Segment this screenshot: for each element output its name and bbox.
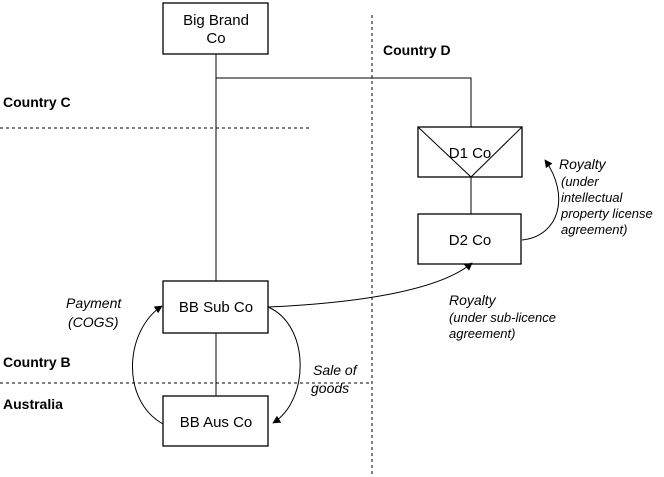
royalty-ip-arrow [521, 159, 560, 241]
royalty-sublicence-label-line2: (under sub-licence [449, 310, 556, 325]
region-label-country-b: Country B [3, 354, 71, 370]
region-label-country-c: Country C [3, 94, 71, 110]
big-brand-co-label-line1: Big Brand [183, 12, 249, 29]
bb-aus-co-box [162, 395, 269, 447]
d1-co-label: D1 Co [449, 145, 492, 162]
royalty-sublicence-arrow [267, 262, 473, 308]
royalty-ip-label-line1: Royalty [559, 156, 607, 172]
sale-of-goods-arrow [267, 306, 301, 424]
royalty-sublicence-label-line3: agreement) [449, 326, 515, 341]
royalty-ip-label-line2: (under [561, 174, 599, 189]
sale-of-goods-label-line2: goods [311, 380, 349, 396]
big-brand-co-label-line2: Co [206, 30, 225, 47]
royalty-ip-label-line4: property license [560, 206, 653, 221]
payment-label-line2: (COGS) [68, 314, 119, 330]
d1-co-box [417, 126, 523, 178]
payment-label-line1: Payment [66, 295, 122, 311]
d1-co-hybrid-marker [417, 126, 523, 178]
region-label-australia: Australia [3, 396, 63, 412]
d2-co-box [417, 213, 522, 265]
region-label-country-d: Country D [383, 42, 451, 58]
royalty-ip-label-line5: agreement) [561, 222, 627, 237]
big-brand-co-box [162, 2, 269, 55]
royalty-ip-label-line3: intellectual [561, 190, 624, 205]
d2-co-label: D2 Co [449, 232, 492, 249]
bb-sub-co-box [162, 280, 269, 334]
bb-aus-co-label: BB Aus Co [180, 414, 253, 431]
payment-cogs-arrow [132, 305, 164, 425]
royalty-sublicence-label-line1: Royalty [449, 292, 497, 308]
bb-sub-co-label: BB Sub Co [179, 299, 253, 316]
ownership-line-to-d1 [216, 77, 472, 127]
sale-of-goods-label-line1: Sale of [313, 362, 359, 378]
